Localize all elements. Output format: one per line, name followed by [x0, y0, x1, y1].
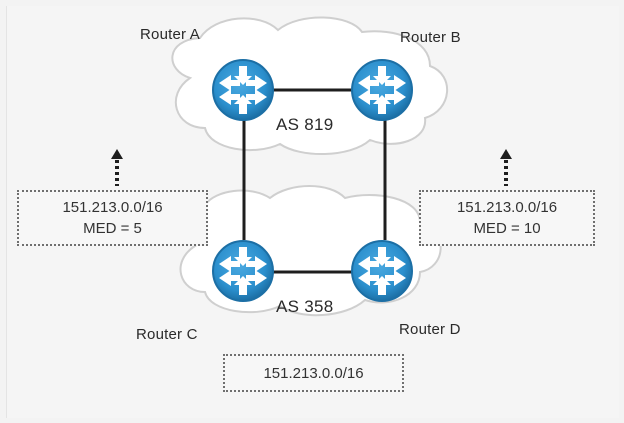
- right-up-arrow: [500, 149, 512, 186]
- as-358-label: AS 358: [276, 297, 334, 316]
- left-advertisement-box: 151.213.0.0/16 MED = 5: [17, 190, 208, 246]
- router-c-label: Router C: [136, 326, 198, 343]
- router-a-icon: [212, 59, 274, 121]
- left-prefix: 151.213.0.0/16: [62, 199, 163, 216]
- links: [242, 88, 387, 274]
- right-prefix: 151.213.0.0/16: [456, 199, 558, 216]
- left-up-arrow: [111, 149, 123, 186]
- router-b-label: Router B: [400, 29, 461, 46]
- bottom-advertisement-box: 151.213.0.0/16: [223, 354, 404, 392]
- right-advertisement-box: 151.213.0.0/16 MED = 10: [419, 190, 595, 246]
- bottom-prefix: 151.213.0.0/16: [263, 365, 364, 382]
- router-b-icon: [351, 59, 413, 121]
- as-819-label: AS 819: [276, 115, 334, 134]
- right-med: MED = 10: [473, 220, 541, 237]
- router-d-label: Router D: [399, 321, 461, 338]
- left-med: MED = 5: [83, 220, 142, 237]
- router-a-label: Router A: [140, 26, 200, 43]
- router-d-icon: [351, 240, 413, 302]
- router-c-icon: [212, 240, 274, 302]
